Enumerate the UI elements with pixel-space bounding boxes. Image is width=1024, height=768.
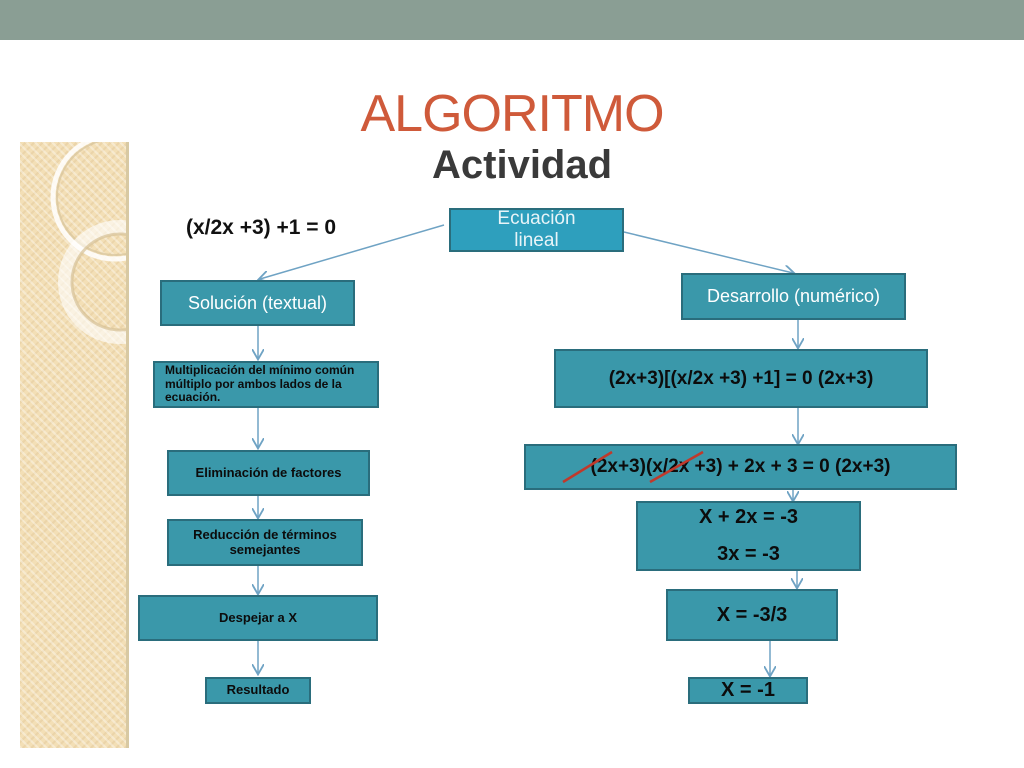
node-left-step-5: Resultado xyxy=(205,677,311,704)
node-left-step-3: Reducción de términos semejantes xyxy=(167,519,363,566)
node-left-step-4-label: Despejar a X xyxy=(218,609,298,625)
node-top-line1: Ecuación xyxy=(497,208,576,230)
node-right-step-3-line1: X + 2x = -3 xyxy=(699,506,798,528)
slide-subtitle: Actividad xyxy=(432,143,613,187)
equation-label: (x/2x +3) +1 = 0 xyxy=(186,216,337,239)
node-right-header-label: Desarrollo (numérico) xyxy=(706,286,881,307)
decorative-rings-icon xyxy=(50,142,126,344)
node-ecuacion-lineal: Ecuación lineal xyxy=(449,208,624,252)
arrow-top-to-right xyxy=(623,231,793,273)
node-left-step-4: Despejar a X xyxy=(138,595,378,641)
node-right-step-2: (2x+3)(x/2x +3) + 2x + 3 = 0 (2x+3) xyxy=(524,444,957,490)
node-right-step-2-label: (2x+3)(x/2x +3) + 2x + 3 = 0 (2x+3) xyxy=(590,456,891,478)
slide-title: ALGORITMO xyxy=(360,85,664,143)
node-left-step-5-label: Resultado xyxy=(226,682,290,698)
node-right-step-5: X = -1 xyxy=(688,677,808,704)
top-bar xyxy=(0,0,1024,40)
node-right-step-5-label: X = -1 xyxy=(721,679,775,701)
node-right-step-3-line2: 3x = -3 xyxy=(717,543,780,565)
node-left-step-2: Eliminación de factores xyxy=(167,450,370,496)
node-left-step-1: Multiplicación del mínimo común múltiplo… xyxy=(153,361,379,408)
node-left-step-1-label: Multiplicación del mínimo común múltiplo… xyxy=(165,362,355,405)
node-left-step-3-label: Reducción de términos semejantes xyxy=(193,526,337,557)
node-right-step-1-label: (2x+3)[(x/2x +3) +1] = 0 (2x+3) xyxy=(608,367,874,389)
node-left-step-2-label: Eliminación de factores xyxy=(195,464,342,480)
node-top-line2: lineal xyxy=(514,230,559,251)
node-right-step-1: (2x+3)[(x/2x +3) +1] = 0 (2x+3) xyxy=(554,349,928,408)
node-left-header-label: Solución (textual) xyxy=(187,292,328,313)
decorative-side-panel xyxy=(20,142,129,748)
node-desarrollo-numerico: Desarrollo (numérico) xyxy=(681,273,906,320)
node-solucion-textual: Solución (textual) xyxy=(160,280,355,326)
node-right-step-4-label: X = -3/3 xyxy=(716,603,788,626)
node-right-step-3: X + 2x = -3 3x = -3 xyxy=(636,501,861,571)
node-right-step-4: X = -3/3 xyxy=(666,589,838,641)
